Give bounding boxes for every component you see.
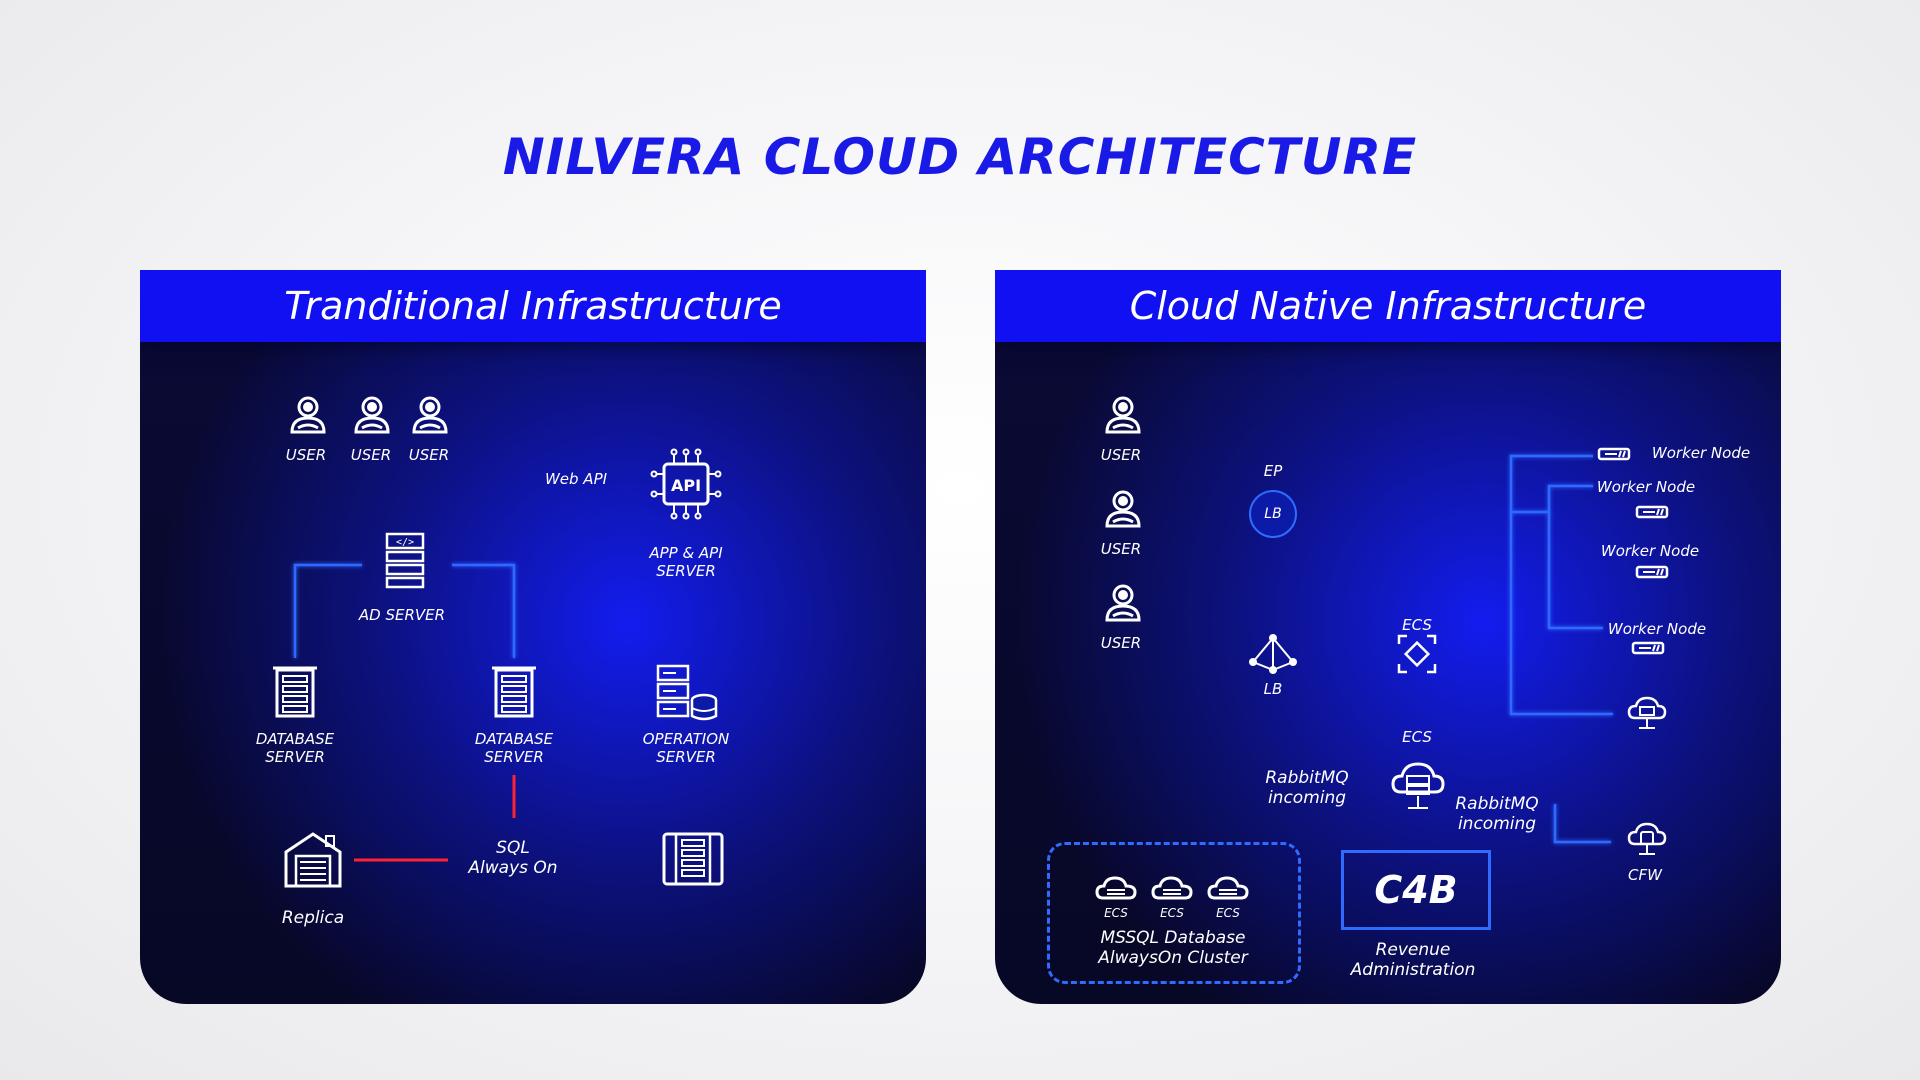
worker-node-icon — [1597, 446, 1631, 462]
load-balancer-node-icon — [1247, 632, 1299, 676]
worker-node-icon — [1635, 504, 1669, 520]
user-label: USER — [350, 446, 392, 464]
load-balancer-endpoint: LB — [1249, 490, 1297, 538]
replica-label: Replica — [281, 908, 345, 928]
ecs-cluster-label: ECS — [1216, 906, 1240, 920]
user-label: USER — [408, 446, 450, 464]
ecs-label: ECS — [1402, 616, 1432, 634]
mssql-cluster-box — [1047, 842, 1301, 984]
svg-text:</>: </> — [396, 537, 414, 548]
traditional-connections — [293, 470, 688, 862]
c4b-box: C4B — [1341, 850, 1491, 930]
rabbitmq-server-icon — [1391, 760, 1445, 816]
cloud-native-infrastructure-panel: Cloud Native Infrastructure USER USER US… — [995, 270, 1781, 1004]
user-icon — [1103, 488, 1143, 528]
worker-node-icon — [1635, 564, 1669, 580]
traditional-header: Tranditional Infrastructure — [140, 270, 926, 342]
cloud-connections — [1175, 427, 1649, 844]
ad-server-icon: </> — [383, 532, 427, 594]
database-server-icon — [492, 664, 536, 720]
user-icon — [1103, 394, 1143, 434]
ecs-label: ECS — [1402, 728, 1432, 746]
api-badge-text: API — [671, 476, 701, 495]
web-api-label: Web API — [544, 470, 608, 488]
cloud-server-icon — [1627, 694, 1667, 734]
firewall-cloud-icon — [1627, 820, 1667, 860]
ecs-cluster-label: ECS — [1160, 906, 1184, 920]
cfw-label: CFW — [1628, 866, 1662, 884]
replica-warehouse-icon — [282, 828, 344, 890]
ecs-cluster-label: ECS — [1104, 906, 1128, 920]
wire-trunk-cloud — [1509, 654, 1613, 716]
user-label: USER — [1100, 446, 1142, 464]
wire-ad-db1 — [293, 563, 362, 658]
ad-server-label: AD SERVER — [358, 606, 446, 624]
user-icon — [352, 394, 392, 434]
server-rack-icon — [662, 830, 724, 888]
wire-ad-db2 — [452, 563, 516, 658]
ecs-instance-icon — [1397, 634, 1437, 674]
user-label: USER — [1100, 634, 1142, 652]
user-icon — [288, 394, 328, 434]
user-icon — [410, 394, 450, 434]
ecs-cloud-icon — [1207, 872, 1249, 902]
ecs-cloud-icon — [1151, 872, 1193, 902]
cloud-native-header: Cloud Native Infrastructure — [995, 270, 1781, 342]
page-title: NILVERA CLOUD ARCHITECTURE — [502, 128, 1418, 186]
database-server-icon — [273, 664, 317, 720]
wire-trunk-worker1 — [1509, 454, 1593, 654]
ecs-cloud-icon — [1095, 872, 1137, 902]
wire-trunk-worker2 — [1511, 484, 1593, 514]
wire-trunk-worker4 — [1547, 512, 1603, 630]
api-chip-icon: API — [650, 448, 722, 540]
user-label: USER — [285, 446, 327, 464]
worker-node-icon — [1631, 640, 1665, 656]
user-label: USER — [1100, 540, 1142, 558]
traditional-infrastructure-panel: Tranditional Infrastructure USER USER US… — [140, 270, 926, 1004]
lb-label: LB — [1263, 680, 1283, 698]
worker-node-label: Worker Node — [1607, 620, 1707, 638]
worker-node-label: Worker Node — [1596, 478, 1696, 496]
worker-node-label: Worker Node — [1600, 542, 1700, 560]
user-icon — [1103, 582, 1143, 622]
worker-node-label: Worker Node — [1651, 444, 1751, 462]
operation-server-icon — [656, 664, 720, 724]
wire-rabbit-cfw — [1553, 804, 1611, 844]
ep-label: EP — [1263, 462, 1283, 480]
